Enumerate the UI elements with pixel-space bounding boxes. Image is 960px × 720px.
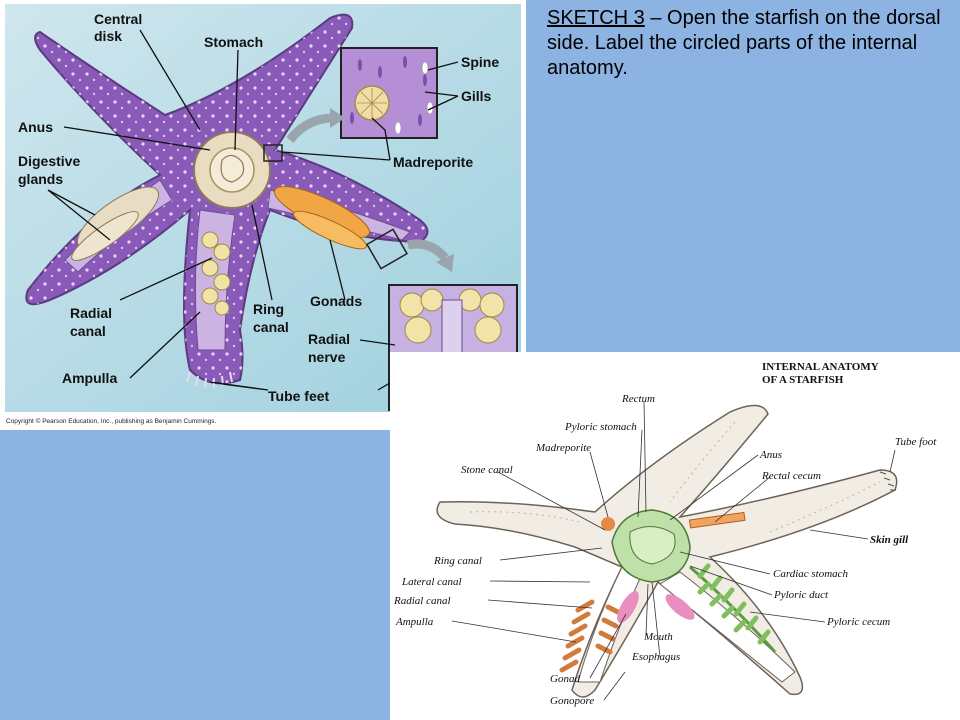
- label-central-disk: Central: [94, 11, 142, 27]
- label-pyloric-duct: Pyloric duct: [773, 589, 829, 601]
- label-gonopore: Gonopore: [550, 695, 594, 707]
- label-central-disk-2: disk: [94, 28, 122, 44]
- gonads: [617, 591, 695, 623]
- right-figure-labels: Rectum Pyloric stomach Madreporite Anus …: [393, 393, 937, 707]
- internal-anatomy-figure: INTERNAL ANATOMY OF A STARFISH: [390, 352, 960, 720]
- instruction-text: SKETCH 3 – Open the starfish on the dors…: [547, 6, 947, 81]
- leader-lines: [47, 29, 459, 391]
- label-spine: Spine: [461, 54, 499, 70]
- label-rectal-cecum: Rectal cecum: [761, 470, 821, 482]
- label-digestive-glands-2: glands: [18, 171, 63, 187]
- starfish-dissection-figure: Central disk Stomach Spine Gills Anus Ma…: [0, 0, 526, 430]
- leader-lines: [451, 401, 896, 701]
- copyright-notice: Copyright © Pearson Education, Inc., pub…: [6, 417, 217, 425]
- callout-arrowhead-bottom: [436, 254, 454, 272]
- title-line-2: OF A STARFISH: [762, 374, 844, 386]
- label-ring-canal: Ring canal: [433, 555, 482, 567]
- opened-ray-lower-right: [659, 571, 796, 683]
- label-lateral-canal: Lateral canal: [401, 576, 462, 588]
- label-mouth: Mouth: [643, 631, 673, 643]
- label-gills: Gills: [461, 88, 492, 104]
- label-stomach: Stomach: [204, 34, 263, 50]
- callout-arrow-top: [286, 113, 331, 143]
- central-stomach: [601, 509, 746, 583]
- label-ring-canal: Ring: [253, 301, 284, 317]
- left-figure-labels: Central disk Stomach Spine Gills Anus Ma…: [6, 11, 499, 425]
- label-radial-canal-2: canal: [70, 323, 106, 339]
- label-rectum: Rectum: [621, 393, 655, 405]
- title-line-1: INTERNAL ANATOMY: [762, 361, 879, 373]
- label-ampulla: Ampulla: [395, 616, 434, 628]
- inset-skin-detail: [340, 47, 438, 139]
- label-digestive-glands: Digestive: [18, 153, 80, 169]
- madreporite-callout-box: [263, 144, 283, 162]
- label-radial-nerve: Radial: [308, 331, 350, 347]
- ampullae: [201, 231, 231, 316]
- label-radial-canal: Radial canal: [393, 595, 451, 607]
- label-anus: Anus: [18, 119, 53, 135]
- label-radial-canal: Radial: [70, 305, 112, 321]
- label-pyloric-cecum: Pyloric cecum: [826, 616, 890, 628]
- figure-title: INTERNAL ANATOMY OF A STARFISH: [762, 361, 879, 386]
- label-stone-canal: Stone canal: [461, 464, 513, 476]
- label-anus: Anus: [759, 449, 782, 461]
- gonads: [274, 186, 370, 250]
- label-tube-foot: Tube foot: [895, 436, 937, 448]
- label-ring-canal-2: canal: [253, 319, 289, 335]
- sketch-number: SKETCH 3: [547, 7, 645, 29]
- label-tube-feet: Tube feet: [268, 388, 330, 404]
- label-gonads: Gonads: [310, 293, 362, 309]
- label-ampulla: Ampulla: [62, 370, 117, 386]
- central-disk: [193, 131, 271, 209]
- label-gonad: Gonad: [550, 673, 580, 685]
- label-esophagus: Esophagus: [631, 651, 680, 663]
- callout-arrow-bottom: [407, 239, 449, 262]
- label-radial-nerve-2: nerve: [308, 349, 346, 365]
- label-cardiac-stomach: Cardiac stomach: [773, 568, 849, 580]
- instruction-body: – Open the starfish on the dorsal side. …: [547, 7, 941, 79]
- label-skin-gill: Skin gill: [870, 534, 909, 546]
- ray-tip-callout-box: [365, 228, 409, 270]
- label-madreporite: Madreporite: [393, 154, 473, 170]
- callout-arrowhead-top: [330, 108, 345, 128]
- label-pyloric-stomach: Pyloric stomach: [564, 421, 637, 433]
- label-madreporite: Madreporite: [535, 442, 591, 454]
